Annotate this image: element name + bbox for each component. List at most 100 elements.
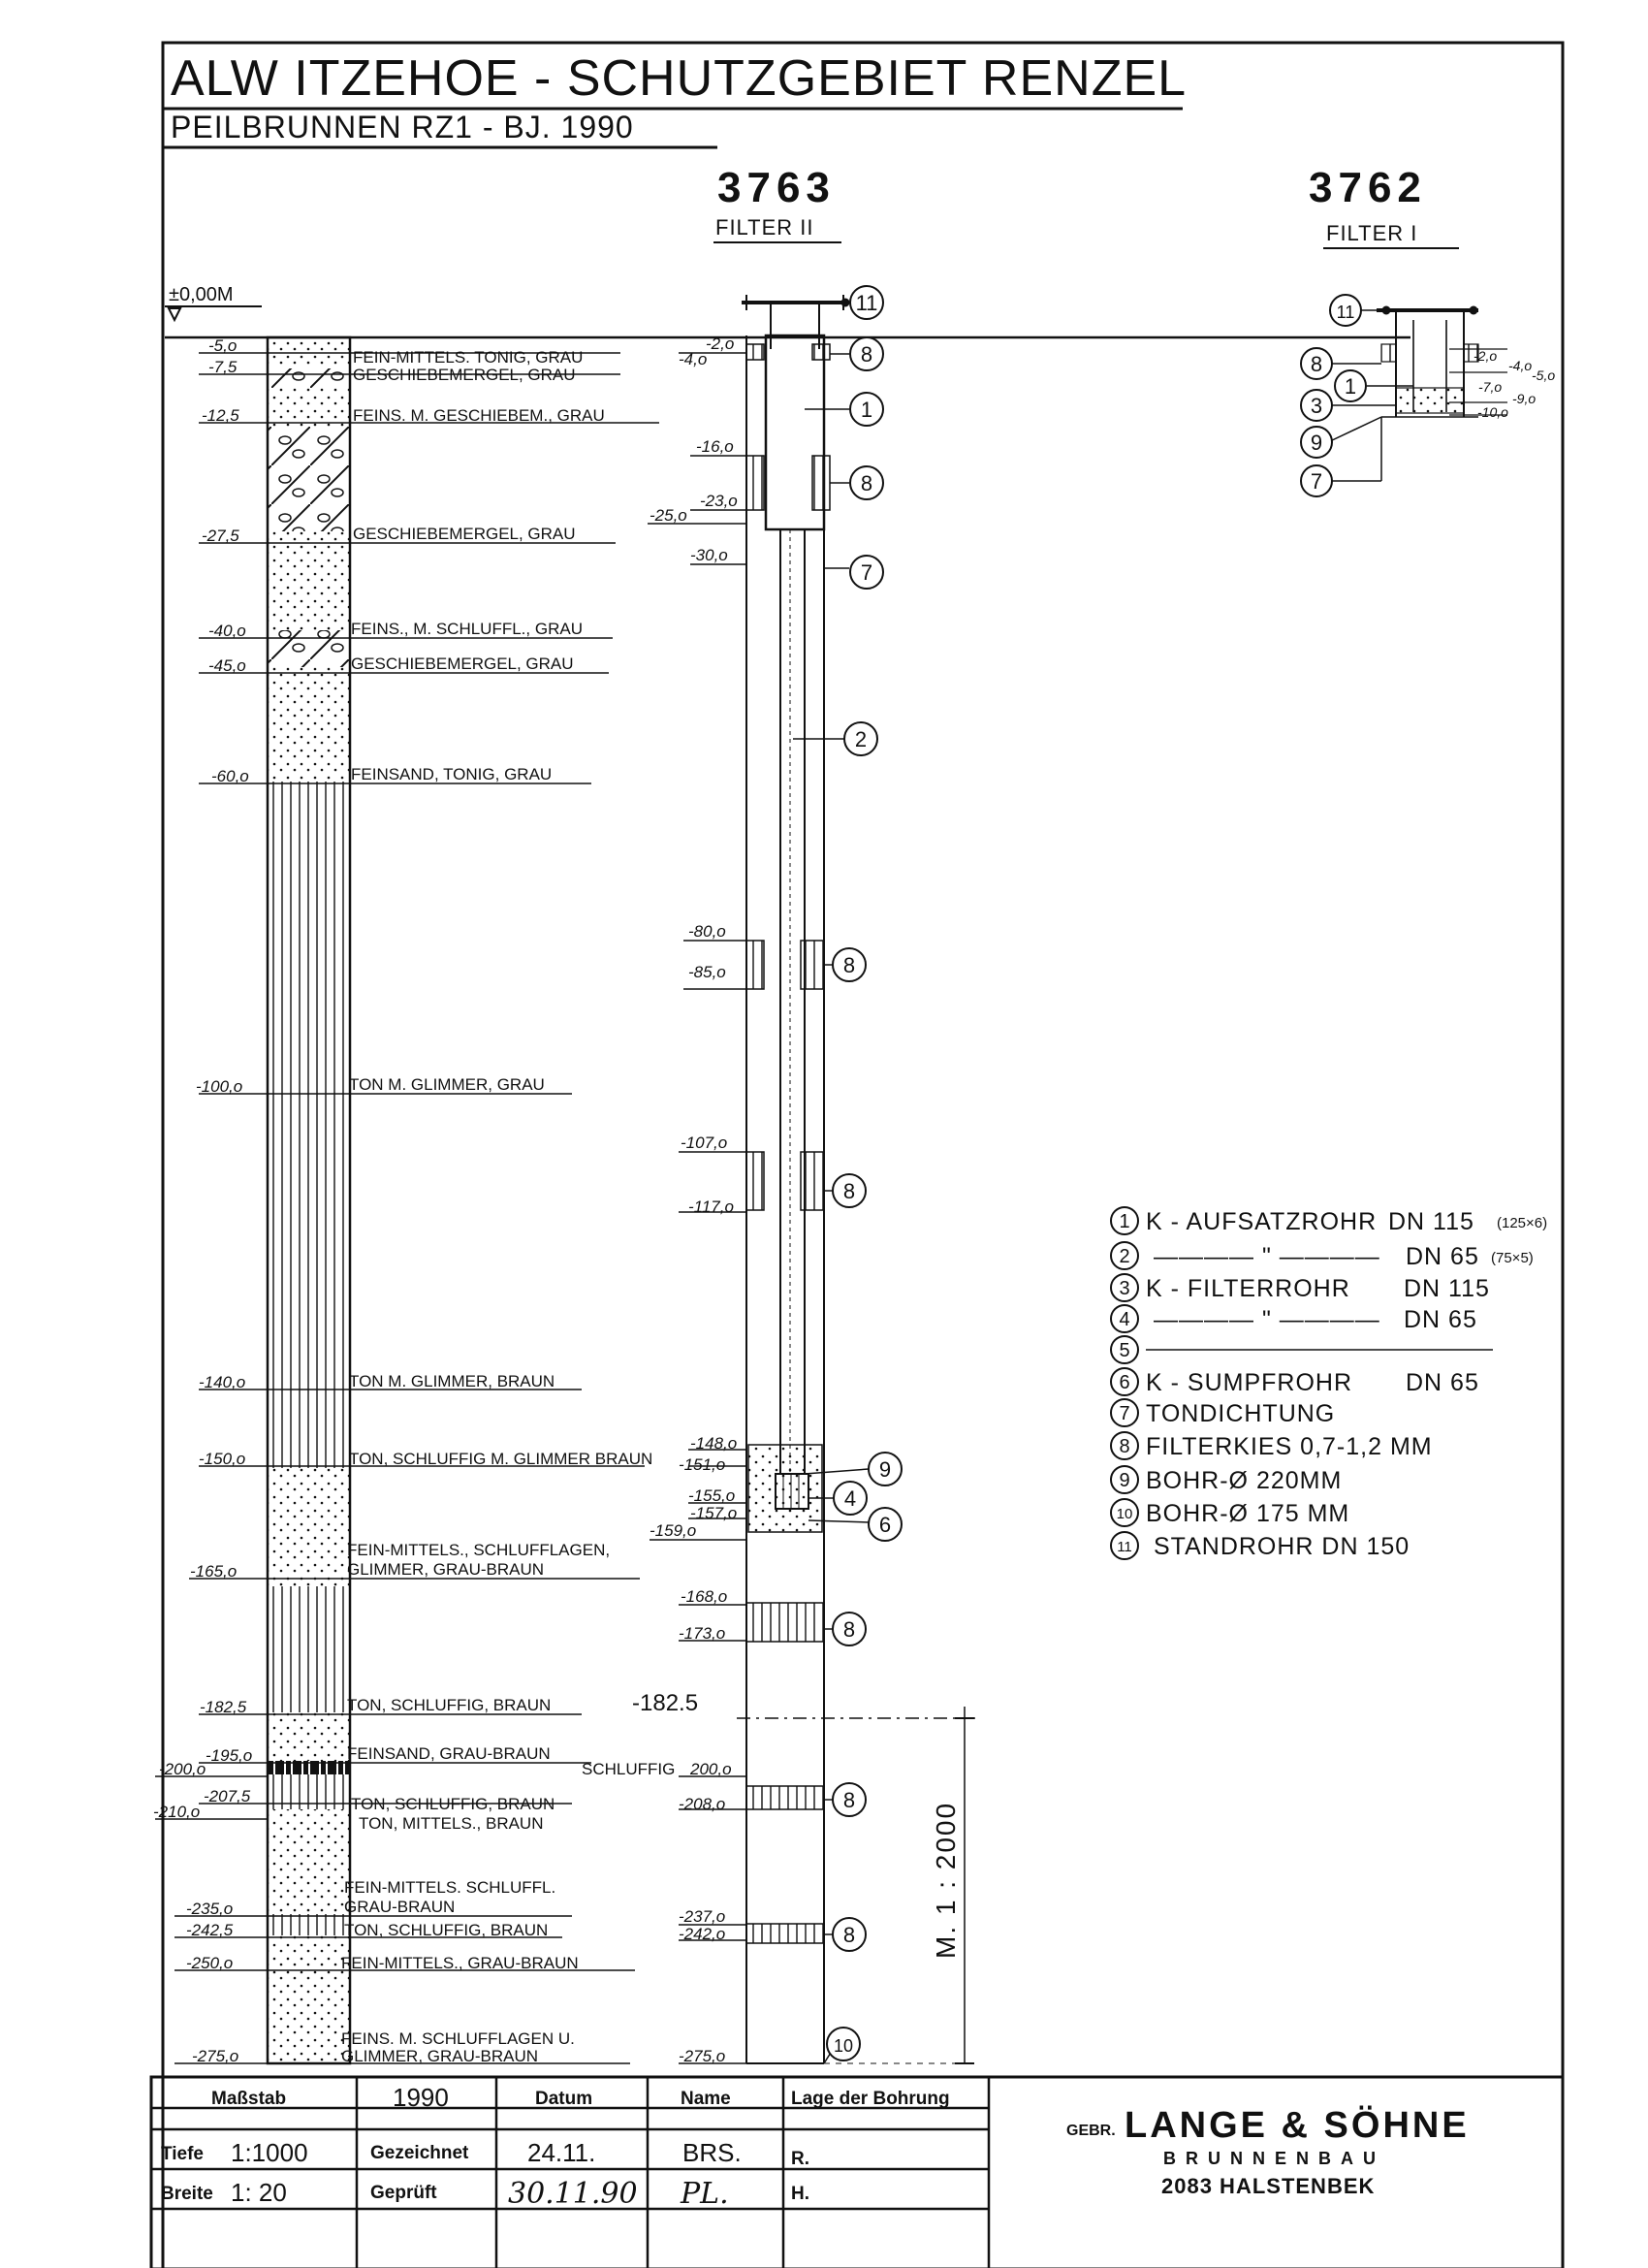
layer-descriptions: FEIN-MITTELS. TONIG, GRAU GESCHIEBEMERGE… <box>341 348 675 2065</box>
layer-depth: -150,o <box>199 1450 245 1468</box>
well-depth: -5,o <box>1532 367 1555 383</box>
well-number-3763: 3763 <box>717 164 836 211</box>
filter-label-i: FILTER I <box>1326 221 1417 245</box>
callout-8: 9 <box>1300 426 1333 459</box>
svg-text:8: 8 <box>843 1179 855 1203</box>
layer-desc: TON M. GLIMMER, BRAUN <box>349 1372 555 1390</box>
layer-desc: TON, SCHLUFFIG, BRAUN <box>351 1795 555 1813</box>
layer-desc: FEINSAND, GRAU-BRAUN <box>347 1744 551 1763</box>
callout-8: 9 <box>868 1452 903 1486</box>
layer-depth: -165,o <box>190 1562 237 1581</box>
filter-label-ii: FILTER II <box>715 215 814 240</box>
well-depth: -107,o <box>681 1134 727 1152</box>
layer-depth: -207,5 <box>204 1787 251 1805</box>
tb-breite-label: Breite <box>161 2184 213 2204</box>
tb-geprueft: Geprüft <box>370 2183 437 2203</box>
svg-text:2: 2 <box>1119 1246 1129 1267</box>
svg-text:7: 7 <box>861 560 872 585</box>
well-depths: -2,o -4,o -16,o -23,o -25,o -30,o -80,o … <box>632 335 746 2065</box>
well-depth: -10,o <box>1477 404 1508 420</box>
callout-circles-3763: 11 8 1 8 7 2 8 8 9 4 6 8 8 8 10 <box>826 285 903 2061</box>
svg-text:8: 8 <box>843 1788 855 1812</box>
svg-text:DN 115: DN 115 <box>1388 1208 1474 1235</box>
legend-item-9: 9 BOHR-Ø 220MM <box>1110 1465 1342 1494</box>
svg-text:11: 11 <box>1337 303 1355 322</box>
layer-depth: -5,o <box>208 336 237 355</box>
well-number-3762: 3762 <box>1309 164 1427 211</box>
layer-depth: -27,5 <box>202 527 239 545</box>
layer-desc: TON, SCHLUFFIG, BRAUN <box>344 1921 548 1939</box>
well-construction-3763 <box>742 295 850 2064</box>
well-depth: -4,o <box>1508 358 1532 373</box>
layer-depth: -242,5 <box>186 1921 234 1939</box>
svg-text:8: 8 <box>861 342 872 367</box>
well-depth: -242,o <box>679 1925 725 1943</box>
svg-text:DN 65: DN 65 <box>1404 1306 1477 1333</box>
layer-desc: GESCHIEBEMERGEL, GRAU <box>351 655 574 673</box>
callouts-3762 <box>1327 309 1413 482</box>
svg-text:9: 9 <box>879 1457 891 1482</box>
well-depths-3762: -2,o -4,o -5,o -7,o -9,o -10,o <box>1474 348 1555 420</box>
layer-desc: TON M. GLIMMER, GRAU <box>349 1075 545 1094</box>
well-depth: -30,o <box>690 546 728 564</box>
legend-item-7: 7 TONDICHTUNG <box>1110 1398 1334 1427</box>
tb-gep-name: PL. <box>680 2177 729 2211</box>
svg-text:K - SUMPFROHR: K - SUMPFROHR <box>1146 1369 1352 1396</box>
layer-desc: GRAU-BRAUN <box>344 1898 455 1916</box>
well-depth: -7,o <box>1478 379 1502 395</box>
svg-text:4: 4 <box>1119 1309 1129 1330</box>
company-city: 2083 HALSTENBEK <box>1161 2174 1375 2198</box>
callout-7: 8 <box>832 1612 867 1646</box>
well-depth: -168,o <box>681 1587 727 1606</box>
svg-text:———— " ————: ———— " ———— <box>1154 1243 1380 1270</box>
svg-text:9: 9 <box>1311 431 1322 455</box>
svg-text:8: 8 <box>843 953 855 977</box>
layer-desc: SCHLUFFIG <box>582 1760 675 1778</box>
layer-depth: -182,5 <box>200 1698 247 1716</box>
callout-7: 8 <box>832 1917 867 1952</box>
well-depth: -237,o <box>679 1907 725 1926</box>
tb-name: Name <box>681 2089 731 2109</box>
well-depth: -155,o <box>688 1486 735 1505</box>
well-depth: -16,o <box>696 437 734 456</box>
callout-7: 8 <box>832 1173 867 1208</box>
callout-1: 1 <box>1334 369 1367 402</box>
scale-label: M. 1 : 2000 <box>931 1802 961 1959</box>
svg-text:1: 1 <box>861 398 872 422</box>
legend-item-2: 2 ———— " ———— DN 65 (75×5) <box>1110 1241 1534 1270</box>
tb-tiefe-value: 1:1000 <box>231 2138 308 2167</box>
svg-text:8: 8 <box>1311 352 1322 376</box>
layer-depth: -200,o <box>159 1760 206 1778</box>
svg-text:1: 1 <box>1119 1211 1129 1232</box>
layer-desc: FEINS. M. GESCHIEBEM., GRAU <box>353 406 605 425</box>
svg-text:BOHR-Ø 220MM: BOHR-Ø 220MM <box>1146 1467 1342 1494</box>
scale-bar <box>737 1707 979 2064</box>
svg-text:FILTERKIES 0,7-1,2 MM: FILTERKIES 0,7-1,2 MM <box>1146 1433 1433 1460</box>
svg-text:DN 65: DN 65 <box>1406 1243 1479 1270</box>
tb-h: H. <box>791 2184 809 2204</box>
callout-4: 4 <box>833 1481 868 1516</box>
svg-text:7: 7 <box>1311 469 1322 494</box>
well-depth: 200,o <box>689 1760 732 1778</box>
layer-desc: TON, MITTELS., BRAUN <box>359 1814 544 1833</box>
layer-desc: GLIMMER, GRAU-BRAUN <box>347 1560 544 1579</box>
legend-item-8: 8 FILTERKIES 0,7-1,2 MM <box>1110 1431 1433 1460</box>
well-depth: -157,o <box>690 1504 737 1522</box>
layer-depths: -5,o -7,5 -12,5 -27,5 -40,o -45,o -60,o … <box>153 336 252 2065</box>
drawing-title: ALW ITZEHOE - SCHUTZGEBIET RENZEL <box>171 50 1187 107</box>
layer-desc: FEIN-MITTELS. SCHLUFFL. <box>344 1878 555 1897</box>
svg-text:11: 11 <box>856 291 878 315</box>
svg-text:1: 1 <box>1345 374 1356 399</box>
layer-depth: -7,5 <box>208 358 238 376</box>
svg-text:4: 4 <box>844 1486 856 1511</box>
layer-depth: -250,o <box>186 1954 233 1972</box>
legend-item-5: 5 <box>1110 1335 1493 1364</box>
callout-1: 1 <box>849 392 884 427</box>
lithology-column <box>266 335 352 2065</box>
well-depth: -275,o <box>679 2047 725 2065</box>
well-depth: -151,o <box>679 1455 725 1474</box>
callout-11: 11 <box>1329 294 1362 327</box>
svg-text:8: 8 <box>843 1923 855 1947</box>
tb-gezeichnet: Gezeichnet <box>370 2143 469 2163</box>
